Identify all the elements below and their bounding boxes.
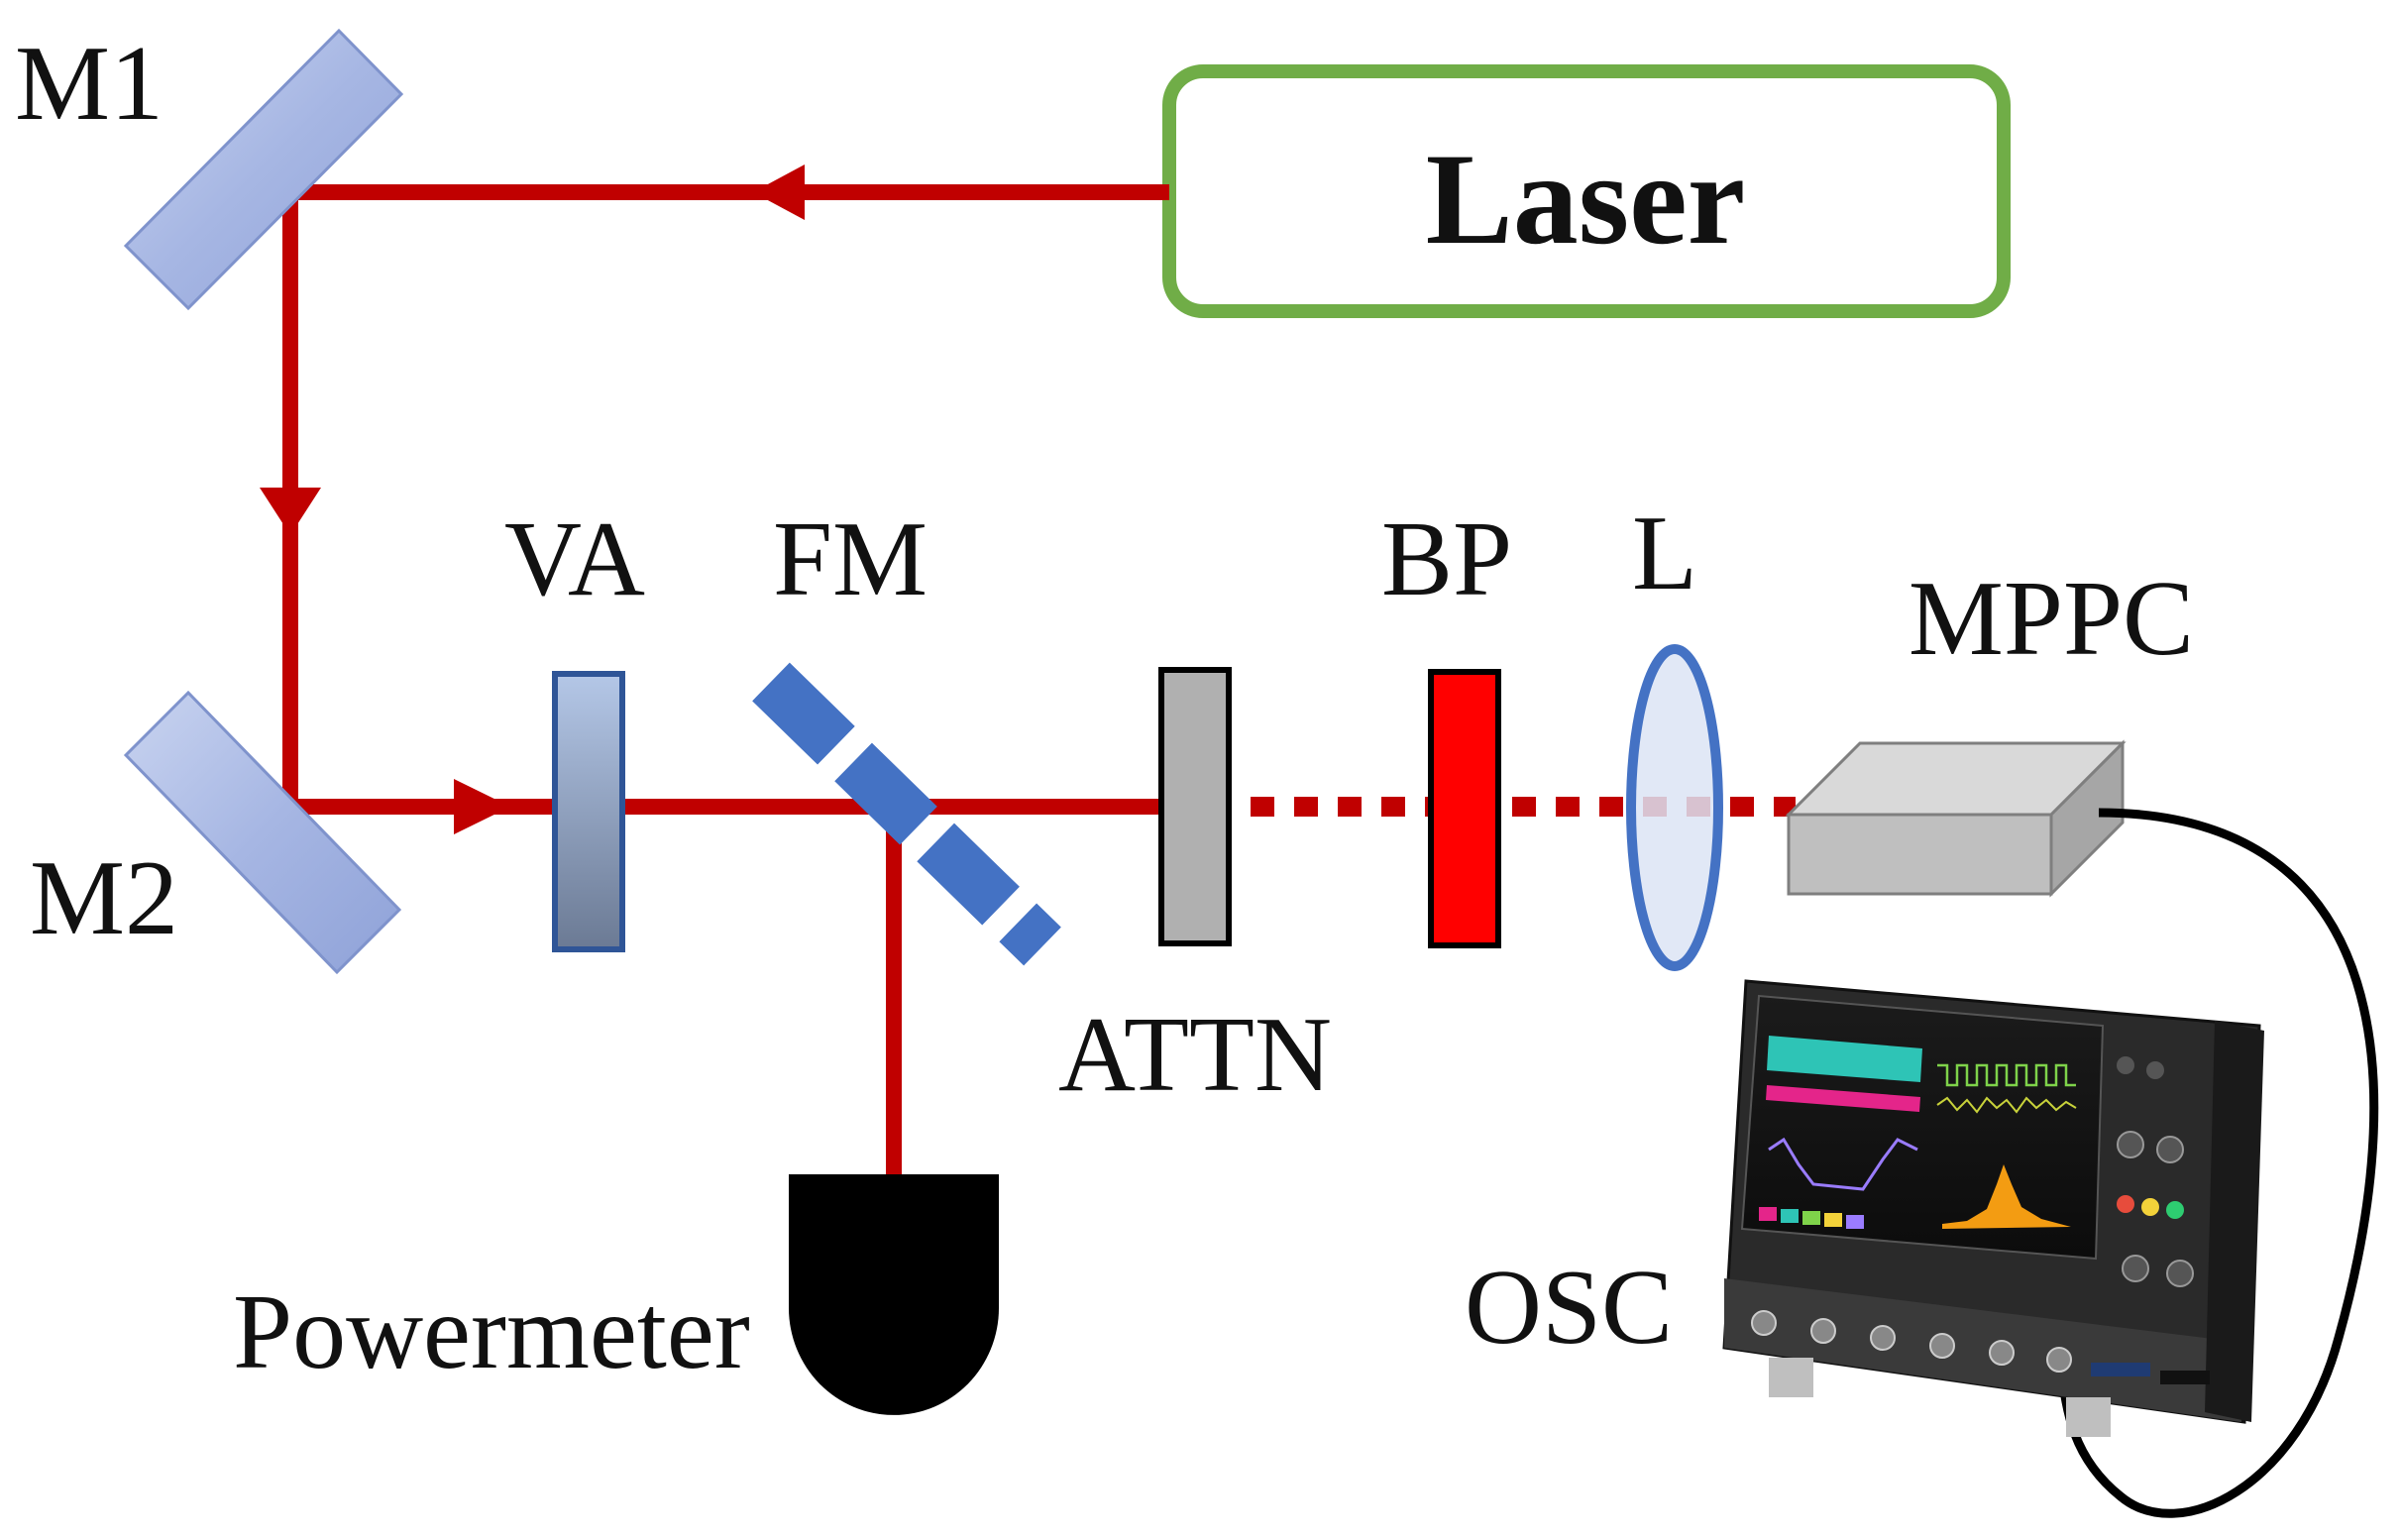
- laser-box: Laser: [1162, 64, 2011, 318]
- flip-mirror: [752, 662, 1061, 966]
- attenuator: [1158, 667, 1232, 946]
- beam-arrow-left: [753, 165, 805, 220]
- mirror-m1: [123, 28, 404, 311]
- mppc-label: MPPC: [1909, 560, 2194, 678]
- laser-beam: [282, 184, 1169, 1179]
- mirror-m2: [123, 690, 402, 975]
- m1-label: M1: [15, 25, 164, 143]
- beam-arrow-right: [454, 779, 510, 834]
- signal-cable: [2056, 808, 2379, 1518]
- mppc-detector: [1785, 739, 2127, 898]
- bandpass-filter: [1428, 669, 1501, 948]
- variable-attenuator: [552, 671, 625, 952]
- bp-label: BP: [1381, 500, 1512, 618]
- lens: [1626, 644, 1723, 971]
- beam-arrow-down: [260, 488, 321, 535]
- fm-label: FM: [773, 500, 928, 618]
- attn-label: ATTN: [1058, 996, 1332, 1114]
- va-label: VA: [504, 500, 645, 618]
- l-label: L: [1632, 495, 1697, 612]
- m2-label: M2: [30, 839, 178, 957]
- oscilloscope-icon: [1722, 979, 2264, 1437]
- powermeter-detector-icon: [789, 1174, 999, 1415]
- laser-label: Laser: [1426, 126, 1746, 272]
- osc-label: OSC: [1465, 1249, 1673, 1367]
- powermeter-label: Powermeter: [233, 1273, 750, 1391]
